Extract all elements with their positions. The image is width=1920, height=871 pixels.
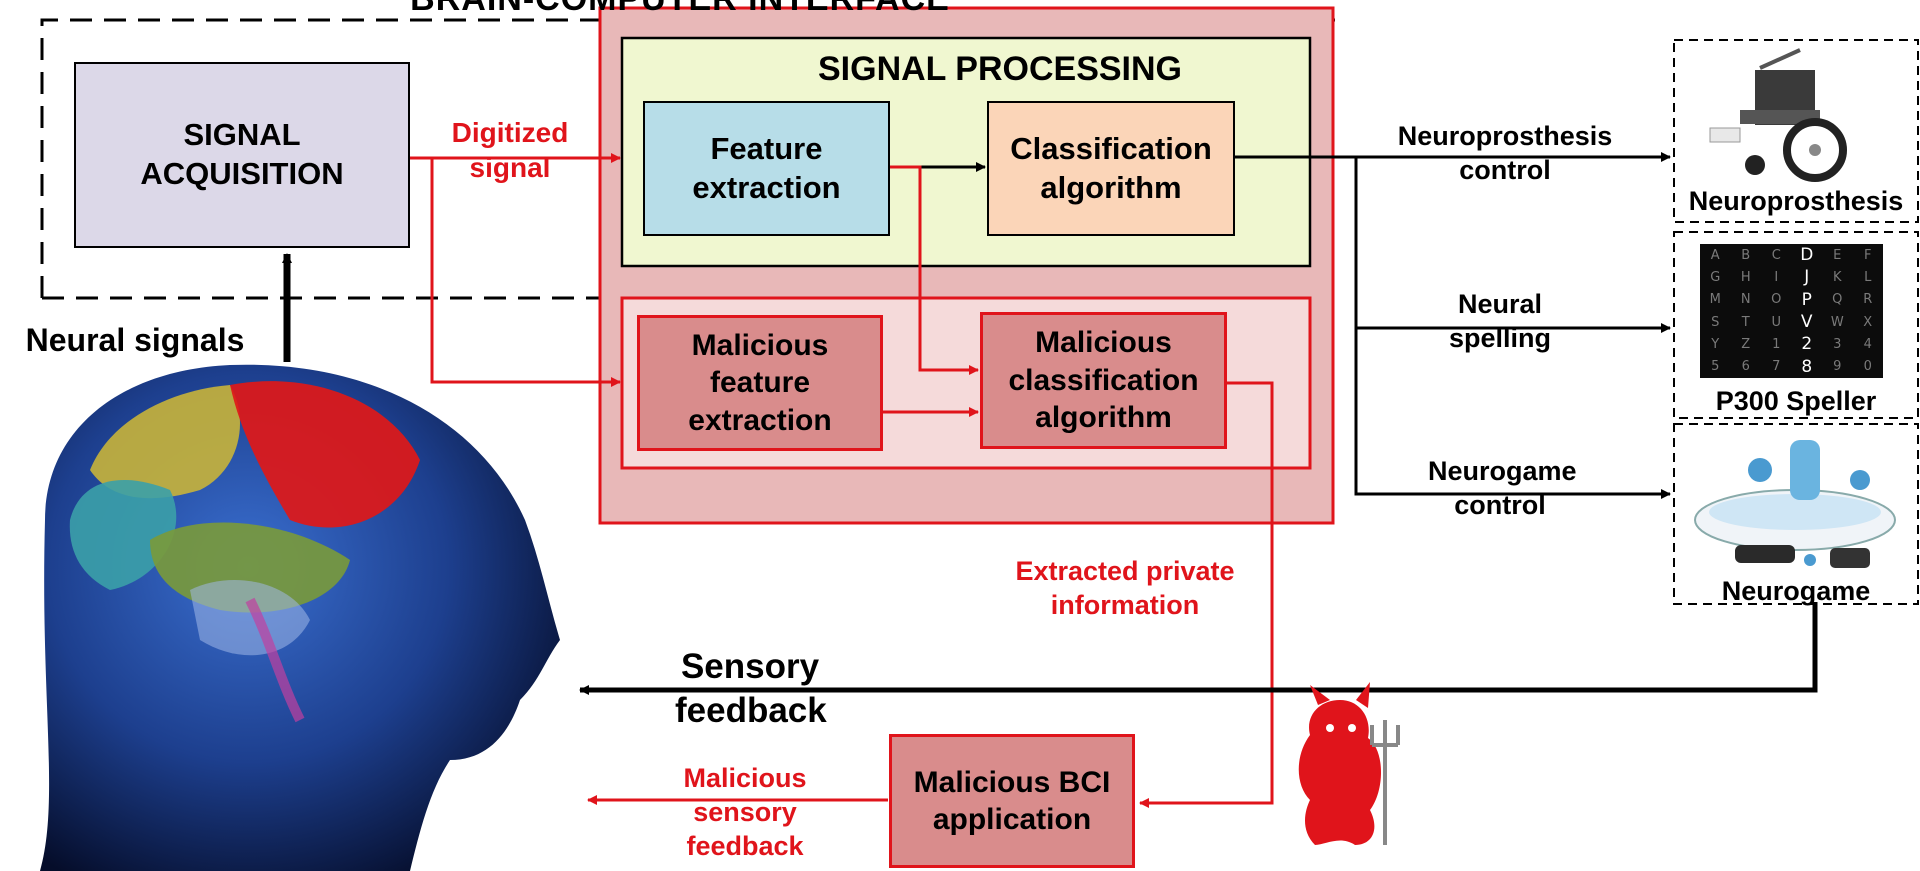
- neuroprosthesis-frame: [1673, 39, 1919, 223]
- speller-cell: X: [1863, 314, 1873, 330]
- extracted-private-information-label: Extracted private information: [1015, 556, 1235, 620]
- speller-cell: A: [1710, 247, 1720, 263]
- speller-cell: G: [1710, 269, 1721, 285]
- speller-cell: J: [1804, 267, 1810, 288]
- speller-cell: I: [1774, 269, 1779, 285]
- neural-signals-label: Neural signals: [25, 322, 245, 358]
- speller-cell: V: [1800, 312, 1813, 333]
- speller-cell: Q: [1832, 292, 1843, 308]
- speller-cell: N: [1740, 292, 1751, 308]
- speller-cell: F: [1864, 247, 1872, 263]
- speller-cell: 1: [1772, 336, 1781, 352]
- malicious-feature-extraction-box: Malicious feature extraction: [637, 315, 883, 451]
- speller-cell: H: [1740, 269, 1751, 285]
- feature-extraction-box: Feature extraction: [643, 101, 890, 236]
- malicious-bci-application-box: Malicious BCI application: [889, 734, 1135, 868]
- neurogame-frame: [1673, 423, 1919, 605]
- signal-acquisition-box: SIGNAL ACQUISITION: [74, 62, 410, 248]
- speller-cell: 7: [1772, 359, 1781, 375]
- speller-cell: 8: [1801, 356, 1813, 377]
- speller-cell: 2: [1801, 334, 1813, 355]
- speller-cell: M: [1709, 292, 1721, 308]
- speller-cell: 9: [1833, 359, 1842, 375]
- speller-cell: C: [1771, 247, 1781, 263]
- neural-spelling-label: Neural spelling: [1448, 289, 1551, 353]
- speller-cell: S: [1711, 314, 1720, 330]
- speller-cell: W: [1830, 314, 1844, 330]
- speller-cell: 5: [1711, 359, 1720, 375]
- bci-title: BRAIN-COMPUTER INTERFACE: [330, 0, 1030, 21]
- devil-icon: [1298, 682, 1400, 845]
- speller-cell: Y: [1711, 336, 1720, 352]
- speller-cell: 3: [1833, 336, 1842, 352]
- signal-processing-title: SIGNAL PROCESSING: [818, 50, 1182, 88]
- speller-cell: Z: [1741, 336, 1751, 352]
- speller-cell: K: [1832, 269, 1842, 285]
- speller-cell: E: [1833, 247, 1842, 263]
- wheelchair-image: [1709, 48, 1847, 182]
- neuroprosthesis-control-label: Neuroprosthesis control: [1397, 121, 1613, 185]
- speller-frame: [1673, 231, 1919, 419]
- speller-cell: P: [1801, 289, 1812, 310]
- speller-cell: L: [1864, 269, 1872, 285]
- speller-cell: O: [1771, 292, 1782, 308]
- speller-cell: U: [1771, 314, 1781, 330]
- speller-cell: T: [1741, 314, 1750, 330]
- p300-speller-grid: A B C D E F G H I J K L M N O P Q R S T U V W X Y Z 1 2 3 4 5 6 7 8 9 0: [1700, 244, 1883, 378]
- classification-algorithm-box: Classification algorithm: [987, 101, 1235, 236]
- digitized-signal-label: Digitized signal: [451, 117, 569, 183]
- speller-cell: R: [1863, 292, 1873, 308]
- speller-cell: 4: [1863, 336, 1872, 352]
- neurogame-caption: Neurogame: [1721, 576, 1871, 606]
- speller-cell: D: [1800, 245, 1814, 266]
- p300-speller-caption: P300 Speller: [1715, 386, 1877, 416]
- speller-cell: 6: [1741, 359, 1750, 375]
- speller-cell: B: [1741, 247, 1751, 263]
- brain-head-image: [40, 364, 560, 871]
- sensory-feedback-label: Sensory feedback: [675, 647, 827, 730]
- malicious-sensory-feedback-label: Malicious sensory feedback: [683, 763, 807, 861]
- neurogame-control-label: Neurogame control: [1428, 456, 1577, 520]
- neurogame-device-image: [1694, 440, 1896, 568]
- speller-cell: 0: [1863, 359, 1872, 375]
- malicious-classification-box: Malicious classification algorithm: [980, 312, 1227, 449]
- neuroprosthesis-caption: Neuroprosthesis: [1688, 186, 1904, 216]
